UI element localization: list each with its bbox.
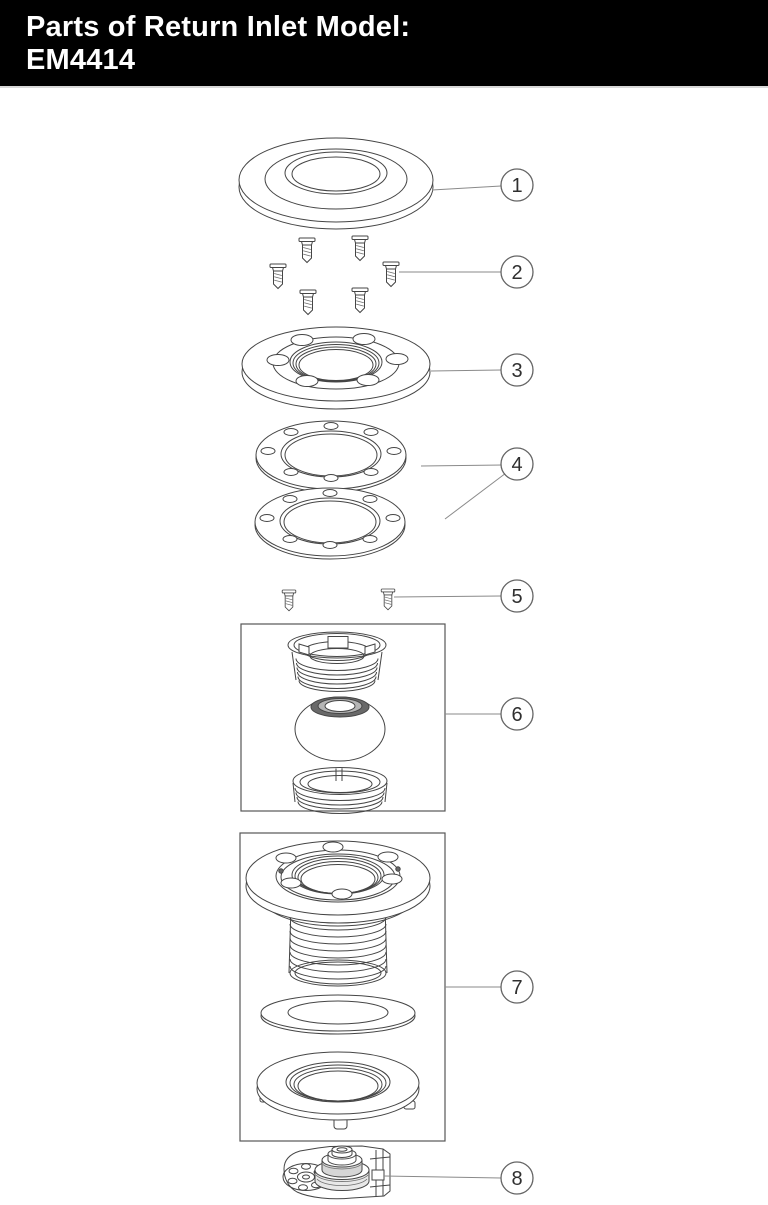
part-7-wall-fitting-assembly xyxy=(239,832,446,1142)
part-7-gasket xyxy=(260,994,416,1035)
callout-8-number: 8 xyxy=(511,1168,522,1190)
part-2-screws xyxy=(269,235,400,315)
page-title-line1: Parts of Return Inlet Model: xyxy=(26,11,411,43)
callout-2: 2 xyxy=(399,255,534,289)
part-8-dome xyxy=(314,1145,370,1191)
part-7-wall-fitting xyxy=(245,840,431,987)
callout-1-number: 1 xyxy=(511,175,522,197)
callout-6: 6 xyxy=(445,697,534,731)
callout-7: 7 xyxy=(445,970,534,1004)
callout-4-number: 4 xyxy=(511,454,522,476)
part-6-eyeball-assembly xyxy=(240,623,446,814)
part-6-retainer-ring xyxy=(292,767,388,814)
callout-7-number: 7 xyxy=(511,977,522,999)
part-6-adjusting-ring xyxy=(287,631,387,692)
callout-5: 5 xyxy=(393,579,534,613)
part-6-eyeball xyxy=(294,696,386,762)
part-3-mounting-flange xyxy=(241,326,431,410)
callout-1: 1 xyxy=(431,168,534,202)
callout-8: 8 xyxy=(383,1161,534,1195)
part-4-gaskets xyxy=(254,420,407,560)
part-7-back-nut xyxy=(256,1051,420,1130)
part-6-box xyxy=(240,623,446,812)
part-5-screws xyxy=(281,588,396,612)
exploded-parts-drawing: 1 2 3 4 5 6 7 xyxy=(238,137,534,1200)
part-8-bracket-fitting xyxy=(282,1145,391,1200)
callout-4: 4 xyxy=(420,447,534,520)
callout-5-number: 5 xyxy=(511,586,522,608)
part-1-trim-ring xyxy=(238,137,434,230)
callout-2-number: 2 xyxy=(511,262,522,284)
callout-3: 3 xyxy=(430,353,534,387)
title-bar: Parts of Return Inlet Model: EM4414 xyxy=(0,0,768,88)
page-title-line2: EM4414 xyxy=(26,44,136,76)
callout-6-number: 6 xyxy=(511,704,522,726)
callout-3-number: 3 xyxy=(511,360,522,382)
